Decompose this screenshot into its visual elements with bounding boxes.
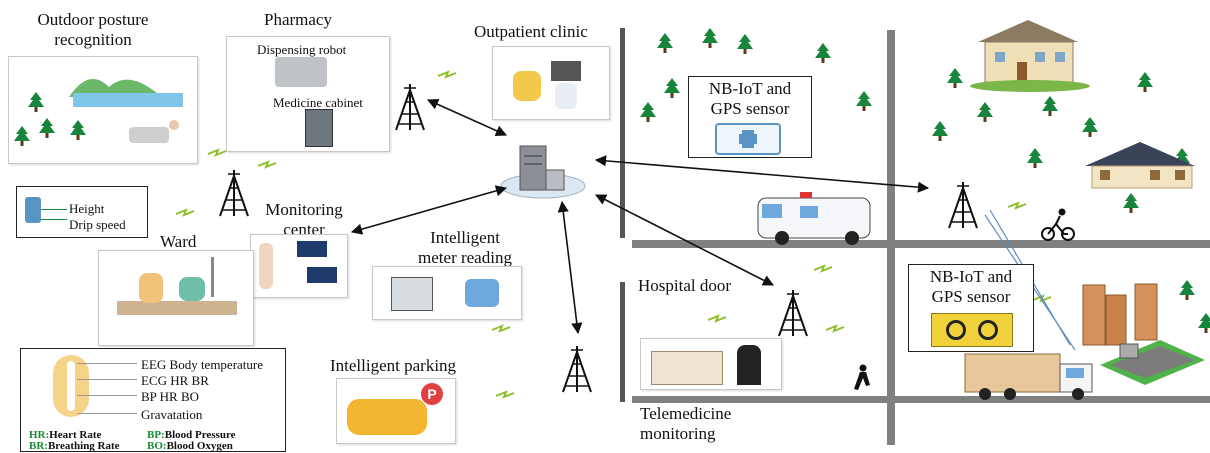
tower-icon [948, 181, 978, 229]
pedestrian-icon [854, 364, 870, 390]
dispensing-robot-label: Dispensing robot [257, 42, 347, 57]
pharmacy-title: Pharmacy [264, 10, 332, 29]
house-icon [970, 20, 1090, 92]
hospital-door-image [640, 338, 782, 390]
truck-icon [964, 353, 1093, 400]
vital-line-4: Gravatation [141, 407, 203, 422]
legend-hr: HR:Heart Rate [29, 429, 102, 441]
ward-title: Ward [160, 232, 197, 251]
outdoor-posture-image [8, 56, 198, 164]
tower-icon [778, 289, 808, 337]
road-network [620, 28, 1210, 445]
height-label: Height [69, 201, 105, 216]
legend-bp: BP:Blood Pressure [147, 429, 236, 441]
building-icon [1082, 283, 1205, 385]
drip-speed-label: Drip speed [69, 217, 126, 232]
ward-image [98, 250, 254, 346]
outpatient-image [492, 46, 610, 120]
cloud-server-icon [500, 145, 586, 199]
legend-bo: BO:Blood Oxygen [147, 440, 233, 452]
medicine-cabinet-image [305, 109, 333, 147]
pharmacy-panel: Dispensing robot Medicine cabinet [226, 36, 390, 152]
monitoring-center-image [250, 234, 348, 298]
vital-line-2: ECG HR BR [141, 373, 209, 388]
vital-line-1: EEG Body temperature [141, 357, 264, 372]
vital-signs-panel: EEG Body temperature ECG HR BR BP HR BO … [20, 348, 286, 452]
tower-icon [562, 345, 592, 393]
tower-icon [395, 83, 425, 131]
parking-title: Intelligent parking [330, 356, 457, 375]
medicine-cabinet-label: Medicine cabinet [273, 95, 363, 110]
cyclist-icon [1041, 208, 1075, 241]
hospital-door-title: Hospital door [638, 276, 732, 295]
biohazard-icon [931, 313, 1013, 347]
legend-br: BR:Breathing Rate [29, 440, 120, 452]
ambulance-icon [757, 192, 871, 245]
drip-sensor-callout: Height Drip speed [16, 186, 148, 238]
medical-kit-icon [715, 123, 781, 155]
car-icon [347, 399, 427, 435]
vital-line-3: BP HR BO [141, 389, 200, 404]
outpatient-title: Outpatient clinic [474, 22, 588, 41]
drip-sensor-icon [25, 197, 41, 223]
parking-image: P [336, 378, 456, 444]
dispensing-robot-image [275, 57, 327, 87]
parking-icon: P [421, 383, 443, 405]
connection-arrows [350, 99, 930, 335]
house-icon [1085, 142, 1195, 189]
meter-reading-image [372, 266, 522, 320]
